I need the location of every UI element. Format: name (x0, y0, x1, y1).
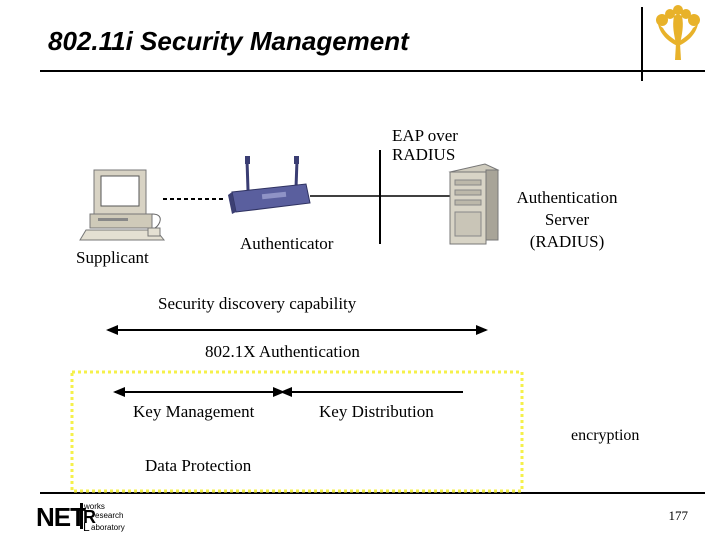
key-management-arrows (113, 387, 463, 397)
title-divider (641, 7, 643, 81)
key-distribution-label: Key Distribution (319, 402, 434, 421)
footer-rule (40, 492, 705, 494)
eap-over-radius-label: EAP over RADIUS (392, 126, 458, 164)
university-emblem (656, 5, 700, 60)
authentication-server-label: Authentication Server (RADIUS) (516, 188, 618, 251)
encryption-label: encryption (571, 427, 640, 444)
supplicant-computer-icon (79, 169, 166, 241)
authenticator-label: Authenticator (240, 234, 334, 253)
key-management-label: Key Management (133, 402, 255, 421)
dot1x-region-box (70, 370, 524, 493)
data-protection-label: Data Protection (145, 456, 252, 475)
security-discovery-arrow (106, 325, 488, 335)
page-number: 177 (668, 508, 689, 523)
logo-aboratory-text: aboratory (91, 523, 125, 532)
logo-works-text: works (84, 502, 105, 511)
dot1x-authentication-label: 802.1X Authentication (205, 342, 360, 361)
slide-title: 802.11i Security Management (48, 26, 409, 56)
logo-net-text: NET (36, 502, 86, 532)
logo-esearch-text: esearch (95, 511, 124, 520)
supplicant-label: Supplicant (76, 248, 149, 267)
authentication-server-icon (448, 163, 500, 245)
netrl-logo-graphic (80, 503, 83, 529)
authenticator-access-point-icon (228, 156, 311, 214)
logo-l-text: L (83, 520, 90, 534)
title-underline (40, 70, 705, 72)
security-discovery-label: Security discovery capability (158, 294, 357, 313)
logo-r-text: R (83, 507, 96, 527)
